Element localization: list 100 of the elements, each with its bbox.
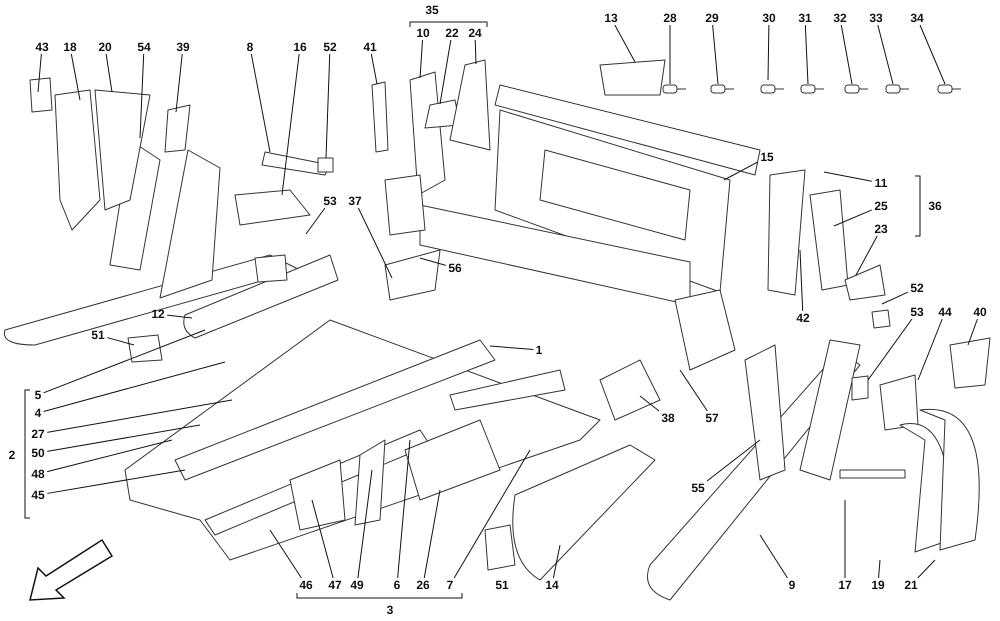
callout-number: 49 (350, 578, 364, 592)
callout-number: 11 (874, 176, 888, 190)
callout-number: 53 (323, 194, 337, 208)
callout-number: 57 (705, 411, 719, 425)
leader-line (919, 24, 946, 84)
leader-line (918, 318, 943, 380)
leader-line (46, 470, 186, 494)
leader-line (724, 161, 758, 180)
callout-number: 29 (705, 11, 719, 25)
callout-number: 39 (176, 40, 190, 54)
callout-number: 26 (416, 578, 430, 592)
leader-line (844, 500, 846, 578)
callout-number: 24 (468, 26, 482, 40)
callout-number: 14 (545, 578, 559, 592)
leader-line (312, 500, 334, 578)
callout-number: 51 (495, 578, 509, 592)
callout-number: 50 (31, 446, 45, 460)
leader-line (680, 370, 708, 412)
leader-line (397, 440, 410, 578)
callout-number: 44 (938, 305, 952, 319)
callout-number: 35 (425, 3, 439, 17)
callout-number: 54 (137, 40, 151, 54)
callout-number: 6 (394, 578, 400, 592)
leader-line (370, 54, 378, 84)
callout-number: 43 (35, 40, 49, 54)
callout-number: 16 (293, 40, 307, 54)
leader-line (840, 24, 852, 84)
callout-number: 32 (833, 11, 847, 25)
leader-line (106, 54, 112, 92)
leader-line (270, 530, 302, 578)
callout-number: 21 (904, 578, 918, 592)
leader-line (358, 208, 392, 278)
leader-line (46, 440, 172, 472)
callout-number: 55 (691, 481, 705, 495)
leader-line (140, 54, 144, 138)
callout-number: 17 (838, 578, 852, 592)
leader-line (440, 40, 452, 104)
callout-number: 9 (788, 578, 796, 592)
callout-number: 10 (416, 26, 430, 40)
leader-line (834, 209, 872, 226)
leader-line (166, 314, 192, 318)
leader-line (877, 24, 894, 84)
callout-number: 27 (31, 427, 45, 441)
leader-line (800, 250, 804, 312)
callout-number: 20 (98, 40, 112, 54)
callout-number: 31 (798, 11, 812, 25)
leader-line (420, 258, 446, 266)
leader-line (70, 54, 80, 100)
callout-number: 42 (796, 311, 810, 325)
callout-number: 52 (910, 281, 924, 295)
leader-line (176, 54, 183, 112)
callout-number: 47 (328, 578, 342, 592)
callout-number: 51 (91, 328, 105, 342)
callout-number: 1 (536, 343, 542, 357)
callout-number: 53 (910, 305, 924, 319)
leader-line (474, 40, 476, 64)
callout-number: 28 (663, 11, 677, 25)
callout-number: 7 (446, 578, 454, 592)
leader-line (917, 560, 936, 578)
leader-line (250, 54, 270, 152)
callout-number: 5 (34, 388, 42, 402)
callout-number: 12 (151, 307, 165, 321)
leader-line (282, 54, 300, 196)
callout-number: 8 (246, 40, 254, 54)
callout-number: 52 (323, 40, 337, 54)
leader-line (424, 490, 440, 578)
leader-line (804, 24, 808, 84)
leader-line (614, 24, 636, 62)
callout-number: 45 (31, 488, 45, 502)
leader-line (760, 534, 788, 578)
leader-line (454, 450, 530, 578)
callout-number: 23 (874, 222, 888, 236)
leader-line (712, 24, 718, 84)
callout-number: 46 (299, 578, 313, 592)
callout-number: 56 (448, 261, 462, 275)
leader-line (868, 318, 912, 380)
leader-line (552, 544, 560, 578)
leader-line (882, 292, 908, 304)
callout-number: 36 (928, 199, 942, 213)
leader-line (490, 346, 534, 350)
callout-number: 13 (604, 11, 618, 25)
leader-line (968, 318, 978, 346)
leader-line (43, 330, 206, 394)
leader-line (878, 560, 880, 578)
callout-number: 25 (874, 199, 888, 213)
callout-number: 4 (34, 406, 42, 420)
callout-number: 48 (31, 467, 45, 481)
callout-number: 33 (869, 11, 883, 25)
leader-line (768, 24, 770, 80)
leader-line (38, 54, 42, 92)
callout-number: 18 (63, 40, 77, 54)
callout-number: 22 (445, 26, 459, 40)
callout-number: 19 (871, 578, 885, 592)
leader-line (43, 362, 226, 412)
callout-number: 15 (760, 150, 774, 164)
leader-line (46, 424, 200, 452)
leader-line (640, 396, 660, 412)
leader-line (306, 208, 326, 234)
leader-line (106, 337, 134, 346)
leader-line (326, 54, 330, 158)
